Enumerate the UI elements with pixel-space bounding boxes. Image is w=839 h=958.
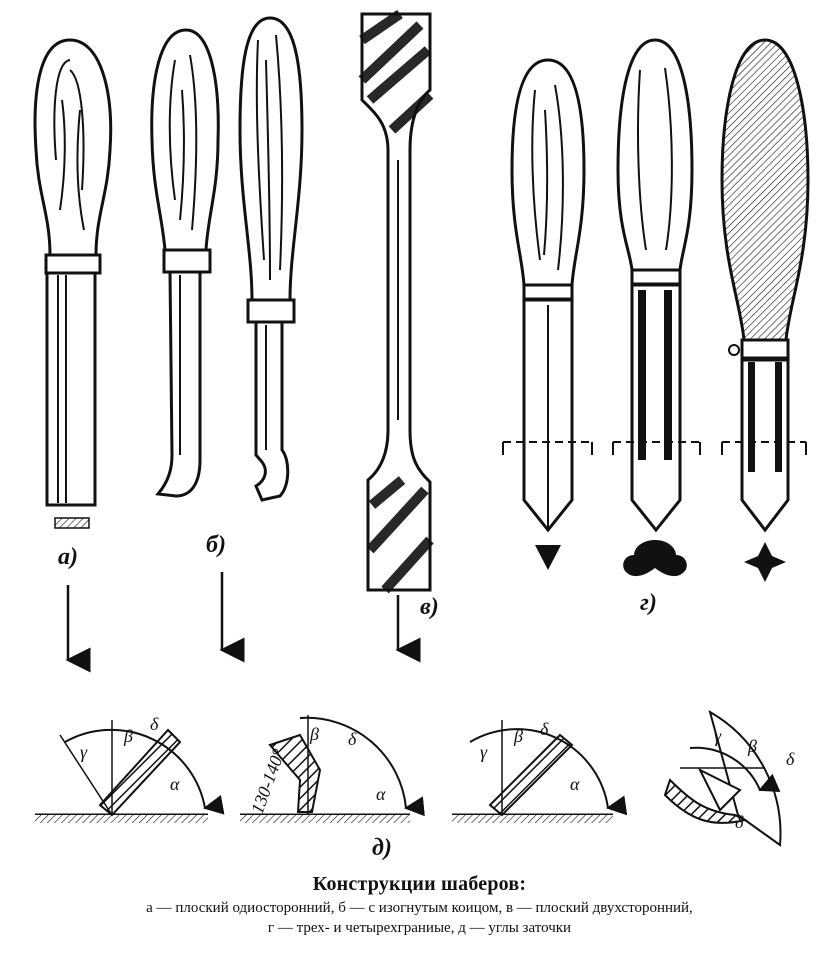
pointer-arrows	[65, 572, 421, 673]
scraper-a	[33, 38, 113, 529]
alpha-3: α	[570, 774, 580, 794]
caption-line-2: г — трех- и четырехграниые, д — углы зат…	[267, 920, 572, 936]
beta-3: β	[513, 726, 523, 746]
label-d: д)	[372, 835, 392, 861]
section-lines	[502, 441, 807, 455]
gamma-3: γ	[480, 742, 488, 762]
delta-3: δ	[540, 719, 549, 739]
delta-1: δ	[150, 714, 159, 734]
beta-2: β	[309, 724, 319, 744]
scraper-g-three-faced	[616, 38, 694, 577]
caption-line-1: а — плоский одиосторонний, б — с изогнут…	[146, 900, 693, 916]
caption-title: Конструкции шаберов:	[312, 873, 527, 895]
delta-2: δ	[348, 729, 357, 749]
scraper-g-triangular	[510, 58, 586, 570]
gamma-4: γ	[714, 726, 722, 746]
scraper-b	[150, 28, 220, 498]
alpha-2: α	[376, 784, 386, 804]
label-v: в)	[420, 594, 439, 620]
scraper-v	[358, 9, 434, 594]
scraper-g-four-faced	[720, 38, 810, 582]
label-a: а)	[58, 544, 78, 570]
delta-4: δ	[786, 749, 795, 769]
angle-diagram-1: γ β δ α	[35, 714, 225, 823]
label-g: г)	[640, 590, 657, 616]
label-b: б)	[206, 532, 226, 558]
alpha-1: α	[170, 774, 180, 794]
angle-diagram-4: γ β δ δ	[663, 709, 795, 847]
beta-1: β	[123, 726, 133, 746]
angle-range: 130-140°	[247, 746, 289, 816]
angle-diagram-2: β δ α 130-140°	[240, 715, 425, 823]
gamma-1: γ	[80, 742, 88, 762]
scraper-b-hooked	[238, 16, 304, 502]
angle-diagram-3: γ β δ α	[452, 719, 628, 823]
alpha-4: δ	[735, 812, 744, 832]
beta-4: β	[747, 736, 757, 756]
